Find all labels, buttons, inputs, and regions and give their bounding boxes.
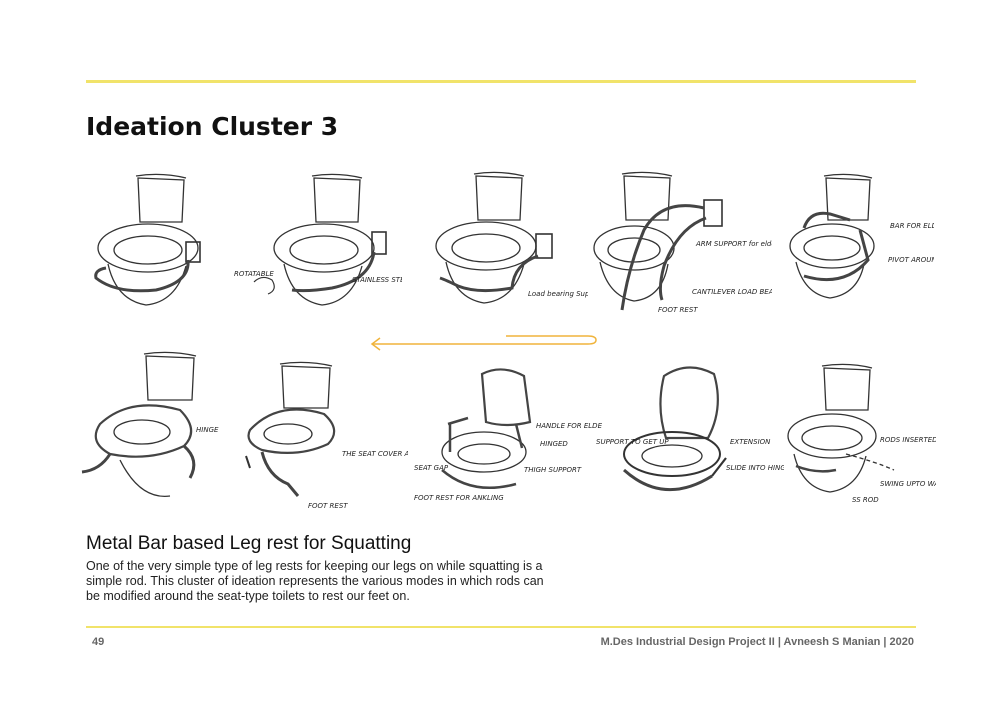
sketch-8-note-1: HANDLE FOR ELDERLY [536,422,602,430]
sketch-8-note-3: THIGH SUPPORT [524,466,582,474]
top-accent-rule [86,80,916,83]
sketch-3-note-1: Load bearing Support [528,290,588,298]
sketch-toilet-8: HANDLE FOR ELDERLY HINGED THIGH SUPPORT … [412,362,602,517]
sketch-toilet-7: THE SEAT COVER AND SUPPORT ROD (NECK SUP… [238,360,408,520]
sketch-toilet-10: RODS INSERTED VIA HOLE ON BOWL SWING UPT… [776,362,936,518]
sketch-4-note-3: FOOT REST [658,306,698,314]
sketch-10-note-2: SWING UPTO WALL [880,480,936,488]
flow-arrow [366,334,598,352]
sketch-10-note-3: SS ROD [852,496,879,504]
sketch-5-note-1: BAR FOR ELDERLY [890,222,934,230]
sketch-7-note-1: THE SEAT COVER AND SUPPORT ROD (NECK SUP… [342,450,408,458]
sketch-8-note-4: SEAT GAP [414,464,449,472]
sketch-toilet-6: HINGE [70,350,240,510]
sketch-toilet-5: BAR FOR ELDERLY PIVOT AROUND HOLE [764,170,934,320]
sketch-8-note-2: HINGED [540,440,568,448]
section-heading: Metal Bar based Leg rest for Squatting [86,533,412,554]
section-description: One of the very simple type of leg rests… [86,559,544,603]
sketch-2-note-1: ROTATABLE [234,270,274,278]
page-number: 49 [92,636,105,648]
page-title: Ideation Cluster 3 [86,112,339,141]
sketch-toilet-4: ARM SUPPORT for elderly CANTILEVER LOAD … [592,168,772,318]
sketch-7-note-2: FOOT REST [308,502,348,510]
sketch-9-note-1: SUPPORT TO GET UP [596,438,669,446]
sketch-10-note-1: RODS INSERTED VIA HOLE ON BOWL [880,436,936,444]
sketch-4-note-2: CANTILEVER LOAD BEARING. [692,288,772,296]
sketch-9-note-2: EXTENSION [730,438,771,446]
footer-credit: M.Des Industrial Design Project II | Avn… [600,636,914,648]
sketch-toilet-3: Load bearing Support [418,168,588,318]
sketch-4-note-1: ARM SUPPORT for elderly [695,240,772,248]
sketch-toilet-2: ROTATABLE STAINLESS STEEL / ALUMINIUM [232,170,402,320]
sketch-8-note-5: FOOT REST FOR ANKLING [414,494,504,502]
bottom-accent-rule [86,626,916,628]
sketch-9-note-3: SLIDE INTO HINGE [726,464,784,472]
sketch-toilet-9: SUPPORT TO GET UP EXTENSION SLIDE INTO H… [594,358,784,516]
sketch-2-note-2: STAINLESS STEEL / ALUMINIUM [352,276,402,284]
sketch-toilet-1 [86,170,226,320]
sketch-5-note-2: PIVOT AROUND HOLE [888,256,934,264]
sketch-6-note-1: HINGE [196,426,219,434]
